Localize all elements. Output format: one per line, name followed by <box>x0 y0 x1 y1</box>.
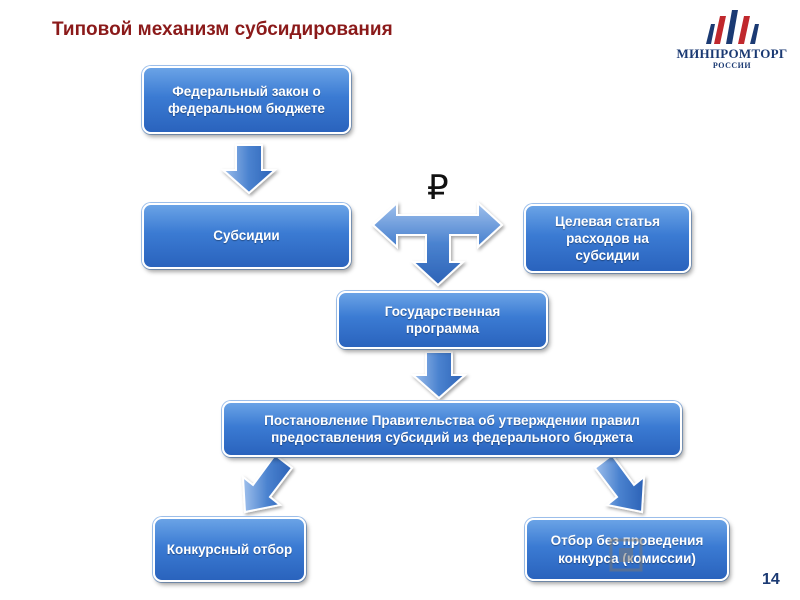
box-state-program: Государственная программа <box>337 291 548 349</box>
arrow-down-right <box>593 453 646 514</box>
logo-name: МИНПРОМТОРГ <box>676 46 788 61</box>
arrow-down-1 <box>220 144 278 195</box>
arrow-t-shape <box>371 200 504 287</box>
box-target-item: Целевая статья расходов на субсидии <box>524 204 691 273</box>
box-competitive-selection: Конкурсный отбор <box>153 517 306 582</box>
arrow-down-2 <box>410 351 468 400</box>
arrow-down-left <box>241 453 294 514</box>
logo-emblem-icon <box>706 10 759 44</box>
box-federal-law: Федеральный закон о федеральном бюджете <box>142 66 351 134</box>
page-number: 14 <box>762 571 780 588</box>
box-resolution: Постановление Правительства об утвержден… <box>222 401 682 457</box>
logo-subtitle: РОССИИ <box>712 61 752 70</box>
box-subsidies: Субсидии <box>142 203 351 269</box>
minpromtorg-logo: МИНПРОМТОРГ РОССИИ <box>676 6 788 72</box>
watermark <box>607 536 767 576</box>
ruble-sign: ₽ <box>427 168 449 208</box>
page-title: Типовой механизм субсидирования <box>52 19 393 40</box>
watermark-icon <box>609 538 643 572</box>
